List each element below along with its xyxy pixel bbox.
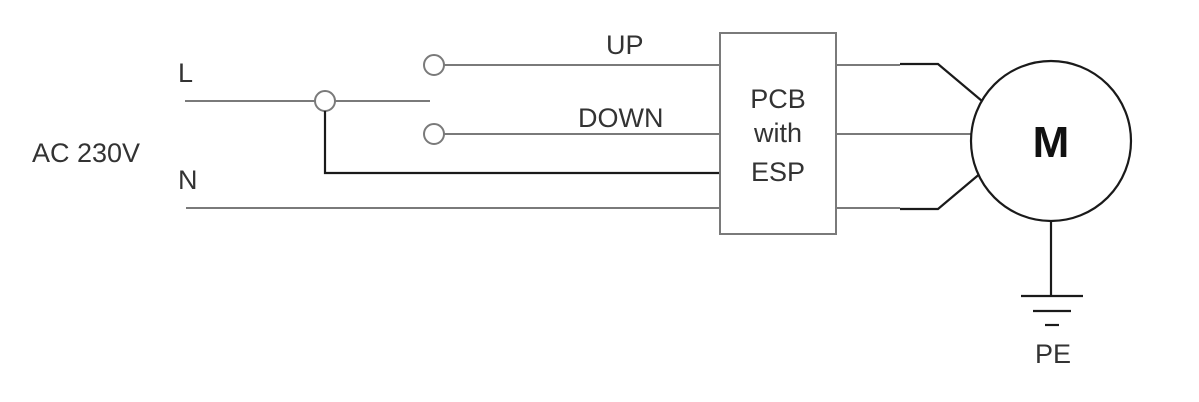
switched-line-wire [323,111,722,175]
motor-label: M [1033,118,1070,167]
motor-lead-down [900,171,983,211]
line-label: L [178,58,193,88]
neutral-label: N [178,165,198,195]
down-contact-terminal [423,123,445,145]
supply-voltage-label: AC 230V [32,138,140,168]
pcb-box [719,32,837,235]
up-label: UP [606,30,644,60]
pcb-label-line1: PCB [750,84,806,114]
motor-lead-up [900,62,983,102]
down-label: DOWN [578,103,663,133]
switch-common-terminal [314,90,336,112]
ground-label: PE [1035,339,1071,369]
up-contact-terminal [423,54,445,76]
pcb-label-line2: with [753,118,802,148]
pcb-label-line3: ESP [751,157,805,187]
